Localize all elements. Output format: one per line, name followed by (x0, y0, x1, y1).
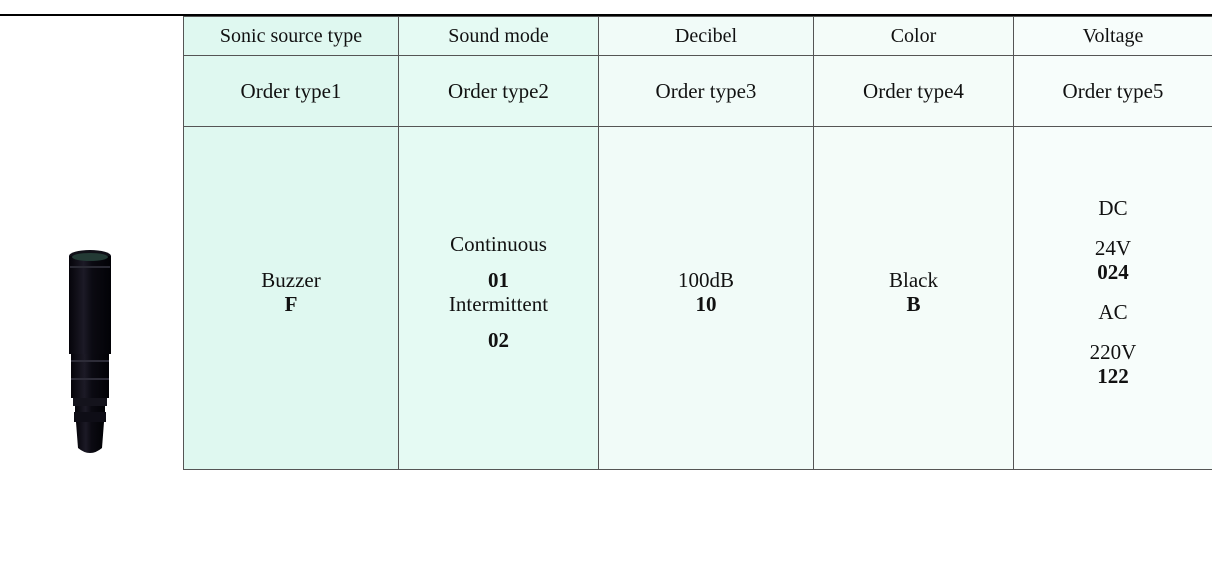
continuous-code: 01 (488, 267, 509, 292)
order-type-5: Order type5 (1013, 55, 1212, 127)
header-color: Color (813, 16, 1014, 56)
header-decibel: Decibel (598, 16, 814, 56)
decibel-cell: 100dB 10 (598, 126, 814, 470)
dc-value: 24V (1094, 235, 1132, 260)
ac-code: 122 (1097, 364, 1129, 389)
sound-mode-cell: Continuous 01 Intermittent 02 (398, 126, 599, 470)
top-rule (0, 14, 1212, 16)
order-type-row: Order type1 Order type2 Order type3 Orde… (183, 55, 1212, 127)
dc-label: DC (1098, 195, 1128, 220)
decibel-code: 10 (695, 292, 717, 316)
intermittent-code: 02 (488, 328, 509, 353)
color-label: Black (889, 267, 938, 292)
ac-label: AC (1098, 300, 1128, 324)
header-voltage: Voltage (1013, 16, 1212, 56)
header-sound-mode: Sound mode (398, 16, 599, 56)
color-cell: Black B (813, 126, 1014, 470)
continuous-label: Continuous (450, 231, 547, 256)
dc-code: 024 (1097, 259, 1129, 284)
ac-value: 220V (1089, 340, 1137, 365)
order-type-1: Order type1 (183, 55, 399, 127)
decibel-label: 100dB (677, 267, 734, 292)
sonic-source-label: Buzzer (261, 267, 321, 292)
voltage-cell: DC 24V 024 AC 220V 122 (1013, 126, 1212, 470)
sonic-source-cell: Buzzer F (183, 126, 399, 470)
header-sonic-source-type: Sonic source type (183, 16, 399, 56)
buzzer-product-image (69, 250, 111, 453)
header-row: Sonic source type Sound mode Decibel Col… (183, 16, 1212, 56)
intermittent-label: Intermittent (448, 292, 549, 316)
values-row: Buzzer F Continuous 01 Intermittent 02 1… (183, 126, 1212, 470)
order-type-2: Order type2 (398, 55, 599, 127)
sonic-source-code: F (284, 292, 298, 316)
order-spec-table: Sonic source type Sound mode Decibel Col… (183, 16, 1212, 470)
order-type-4: Order type4 (813, 55, 1014, 127)
color-code: B (906, 292, 921, 316)
order-type-3: Order type3 (598, 55, 814, 127)
